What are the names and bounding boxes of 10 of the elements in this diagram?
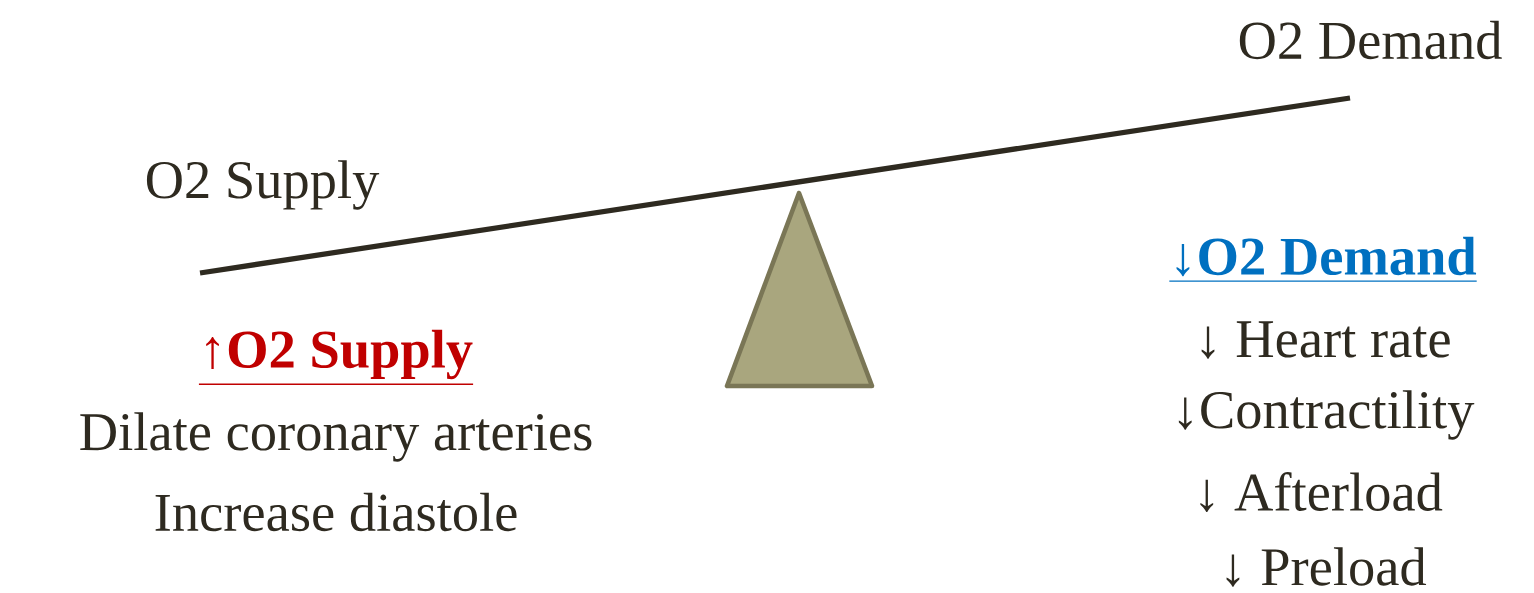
list-item: Increase diastole [155, 492, 517, 532]
scale-label: O2 Supply [146, 160, 380, 210]
list-item: ↓ Preload [1226, 547, 1427, 587]
scale-label: O2 Demand [1239, 20, 1502, 60]
list-item: ↓ Afterload [1200, 472, 1443, 512]
section-heading: ↓O2 Demand [1168, 236, 1478, 282]
list-item: Dilate coronary arteries [80, 412, 592, 462]
list-item: ↓Contractility [1178, 390, 1475, 440]
section-heading: ↑O2 Supply [198, 329, 474, 385]
list-item: ↓ Heart rate [1201, 321, 1450, 359]
